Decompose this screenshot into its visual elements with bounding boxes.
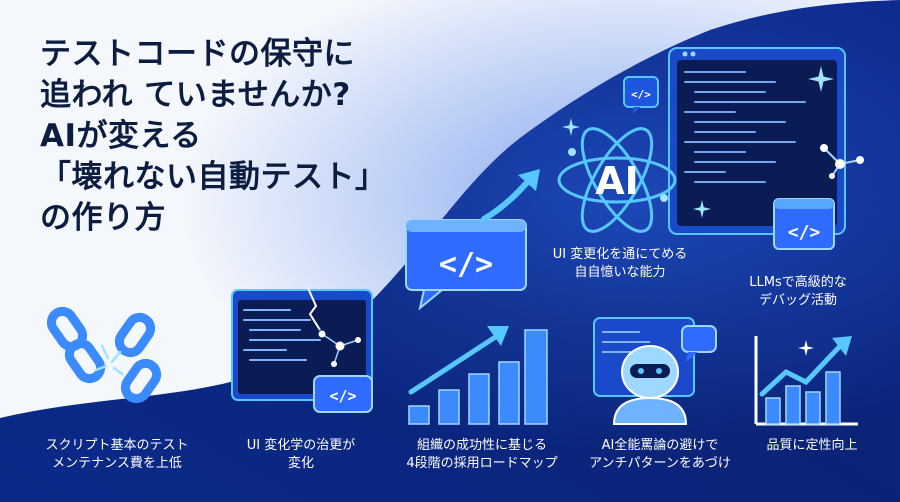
caption-line: メンテナンス費を上低	[52, 456, 182, 471]
feature-caption-ui-change: UI 変化学の治更が 変化	[226, 437, 376, 473]
growth-chart-icon	[408, 326, 548, 425]
caption-line: UI 変化学の治更が	[246, 438, 356, 453]
sparkle-icon	[808, 66, 834, 92]
sparkle-icon	[562, 118, 580, 136]
caption-line: 組織の成功性に基じる	[416, 438, 547, 453]
code-symbol: </>	[788, 222, 821, 243]
caption-line: LLMsで高級的な	[749, 275, 847, 290]
ai-badge-text: AI	[595, 159, 639, 203]
svg-text:</>: </>	[631, 88, 651, 101]
tag-icon: </>	[623, 76, 659, 114]
sparkle-icon	[693, 200, 711, 218]
quality-chart-icon	[754, 336, 858, 426]
llm-caption: LLMsで高級的な デバッグ活動	[738, 274, 858, 310]
caption-line: スクリプト基本のテスト	[45, 438, 189, 453]
robot-icon	[593, 317, 717, 425]
svg-text:</>: </>	[329, 387, 356, 405]
feature-caption-maintenance: スクリプト基本のテスト メンテナンス費を上低	[32, 437, 202, 473]
feature-caption-antipattern: AI全能罵論の避けで アンチパターンをあづけ	[580, 437, 740, 473]
caption-line: UI 変更化を通にてめる	[552, 247, 688, 262]
broken-chain-icon	[46, 306, 162, 404]
headline-line: 追われ ていませんか?	[40, 77, 351, 113]
ai-atom-icon: AI	[557, 127, 677, 233]
rising-arrow-icon	[481, 169, 540, 222]
svg-text:</>: </>	[439, 247, 493, 282]
caption-line: AI全能罵論の避けで	[601, 438, 719, 453]
feature-caption-quality: 品質に定性向上	[752, 437, 872, 455]
headline-line: テストコードの保守に	[40, 36, 355, 72]
caption-line: 品質に定性向上	[766, 438, 858, 453]
node-graph-icon	[820, 144, 864, 179]
caption-line: 4段階の採用ロードマップ	[406, 456, 558, 471]
headline-line: の作り方	[40, 200, 166, 236]
code-window-icon: </>	[773, 198, 835, 250]
headline-line: AIが変える	[40, 118, 202, 154]
sparkle-icon	[798, 340, 814, 356]
ai-caption: UI 変更化を通にてめる 自自憶いな能力	[545, 246, 695, 282]
feature-caption-roadmap: 組織の成功性に基じる 4段階の採用ロードマップ	[392, 437, 572, 473]
code-screen-icon: </>	[231, 287, 373, 413]
headline-line: 「壊れない自動テスト」	[40, 159, 387, 195]
code-monitor-icon	[668, 47, 846, 235]
caption-line: アンチパターンをあづけ	[589, 456, 731, 471]
caption-line: 自自憶いな能力	[574, 265, 666, 280]
caption-line: 変化	[287, 456, 314, 471]
caption-line: デバッグ活動	[758, 293, 837, 308]
code-bubble-icon: </>	[405, 219, 527, 310]
headline: テストコードの保守に 追われ ていませんか? AIが変える 「壊れない自動テスト…	[40, 34, 387, 239]
